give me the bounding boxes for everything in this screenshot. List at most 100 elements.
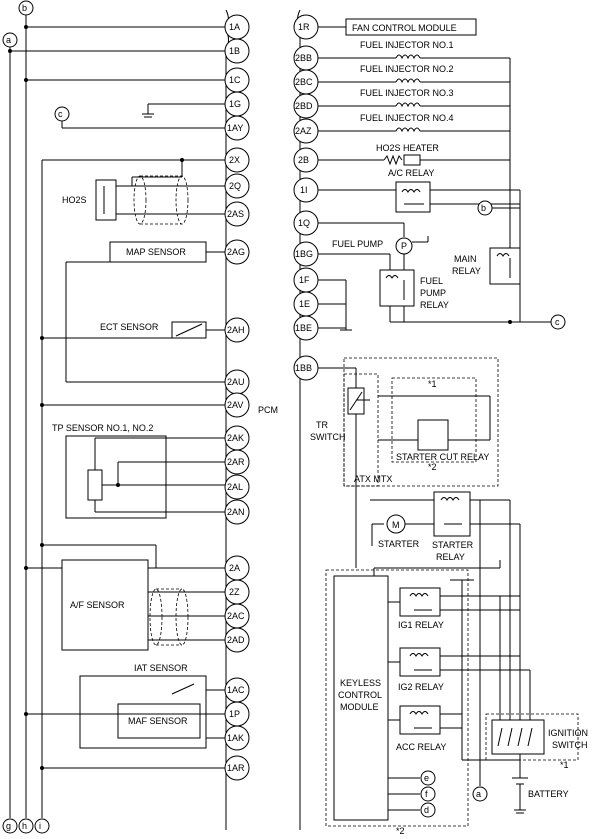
tr-switch-l1: TR — [316, 420, 328, 430]
starter-cut-relay-label: STARTER CUT RELAY — [396, 452, 489, 462]
starter-label: STARTER — [378, 539, 420, 549]
svg-text:1AK: 1AK — [227, 733, 244, 743]
fan-control-module-label: FAN CONTROL MODULE — [352, 23, 457, 33]
fuel-pump-p: P — [401, 241, 407, 251]
pin-2AG: 2AG — [224, 239, 250, 265]
left-bus-lines — [9, 14, 43, 818]
pin-1B: 1B — [224, 38, 250, 64]
pin-1BG: 1BG — [293, 241, 319, 267]
pin-1A: 1A — [224, 14, 250, 40]
pin-2A: 2A — [224, 555, 250, 581]
svg-text:2AH: 2AH — [227, 325, 245, 335]
atx-mtx-label: ATX MTX — [354, 474, 392, 484]
starter-relay-l1: STARTER — [432, 540, 474, 550]
injector-4-label: FUEL INJECTOR NO.4 — [360, 113, 454, 123]
pin-1E: 1E — [293, 291, 319, 317]
starter-relay-l2: RELAY — [436, 552, 465, 562]
af-sensor-label: A/F SENSOR — [70, 600, 125, 610]
pin-1AC: 1AC — [224, 677, 250, 703]
note-star2-kcm: *2 — [396, 826, 405, 836]
main-relay-l2: RELAY — [452, 266, 481, 276]
svg-text:1Q: 1Q — [298, 218, 310, 228]
pin-2AU: 2AU — [224, 369, 250, 395]
pin-2Q: 2Q — [224, 173, 250, 199]
pcm-right-pins: 1R 2BB 2BC 2BD 2AZ 2B 1I 1Q 1BG 1F 1E 1B… — [293, 14, 319, 381]
connector-f: f — [425, 789, 428, 799]
pin-1P: 1P — [224, 701, 250, 727]
svg-text:2AL: 2AL — [227, 482, 243, 492]
svg-text:1B: 1B — [229, 46, 240, 56]
right-wires: FAN CONTROL MODULE FUEL INJECTOR NO.1 FU… — [310, 18, 588, 836]
fuel-pump-relay-l3: RELAY — [420, 300, 449, 310]
svg-text:g: g — [6, 821, 11, 831]
ig1-relay-label: IG1 RELAY — [398, 620, 444, 630]
svg-text:2A: 2A — [229, 563, 240, 573]
svg-text:2BD: 2BD — [295, 101, 313, 111]
svg-text:c: c — [58, 109, 63, 119]
connector-h: h — [18, 818, 34, 834]
svg-text:1C: 1C — [229, 75, 241, 85]
connector-i: i — [34, 818, 50, 834]
pin-2B: 2B — [293, 147, 319, 173]
injector-1-label: FUEL INJECTOR NO.1 — [360, 40, 454, 50]
pin-2BD: 2BD — [293, 93, 319, 119]
svg-text:2AK: 2AK — [227, 433, 244, 443]
pin-2AD: 2AD — [224, 627, 250, 653]
pin-1AY: 1AY — [224, 115, 250, 141]
svg-text:2BB: 2BB — [295, 53, 312, 63]
svg-text:2Z: 2Z — [229, 587, 240, 597]
connector-b-top: b — [18, 0, 34, 16]
svg-text:1F: 1F — [299, 275, 310, 285]
svg-text:2X: 2X — [229, 155, 240, 165]
svg-text:1BE: 1BE — [295, 323, 312, 333]
pin-2AC: 2AC — [224, 603, 250, 629]
ect-sensor-label: ECT SENSOR — [100, 322, 159, 332]
pin-2AS: 2AS — [224, 201, 250, 227]
svg-text:2AC: 2AC — [227, 611, 245, 621]
svg-text:1AR: 1AR — [227, 763, 245, 773]
pin-1R: 1R — [293, 14, 319, 40]
pin-1I: 1I — [293, 177, 319, 203]
svg-text:2AG: 2AG — [227, 247, 245, 257]
connector-a-right: a — [476, 789, 481, 799]
svg-text:1R: 1R — [298, 22, 310, 32]
connector-b-mid: b — [481, 203, 486, 213]
pin-2AK: 2AK — [224, 425, 250, 451]
svg-text:1BG: 1BG — [295, 249, 313, 259]
ignition-switch-l1: IGNITION — [548, 728, 588, 738]
keyless-l2: CONTROL — [338, 690, 382, 700]
pin-2AL: 2AL — [224, 474, 250, 500]
pin-2AZ: 2AZ — [293, 118, 319, 144]
pin-1Q: 1Q — [293, 210, 319, 236]
svg-text:2Q: 2Q — [229, 181, 241, 191]
svg-text:b: b — [22, 3, 27, 13]
connector-g: g — [2, 818, 18, 834]
svg-text:1AY: 1AY — [227, 123, 243, 133]
note-star2-scr: *2 — [428, 462, 437, 472]
pin-1AK: 1AK — [224, 725, 250, 751]
svg-text:2AZ: 2AZ — [295, 126, 312, 136]
injector-2-label: FUEL INJECTOR NO.2 — [360, 64, 454, 74]
svg-text:1A: 1A — [229, 22, 240, 32]
svg-text:h: h — [22, 821, 27, 831]
note-star1-scr: *1 — [428, 379, 437, 389]
fuel-pump-relay-l2: PUMP — [420, 288, 446, 298]
pin-1F: 1F — [293, 267, 319, 293]
ac-relay-label: A/C RELAY — [388, 168, 434, 178]
starter-m: M — [392, 520, 400, 530]
pin-2AN: 2AN — [224, 499, 250, 525]
acc-relay-label: ACC RELAY — [396, 742, 446, 752]
pin-2X: 2X — [224, 147, 250, 173]
tr-switch-l2: SWITCH — [310, 432, 346, 442]
ignition-switch-l2: SWITCH — [552, 740, 588, 750]
tp-sensor-label: TP SENSOR NO.1, NO.2 — [52, 423, 153, 433]
svg-text:1E: 1E — [299, 299, 310, 309]
svg-text:2BC: 2BC — [295, 77, 313, 87]
keyless-l1: KEYLESS — [340, 678, 381, 688]
pcm-label: PCM — [258, 405, 278, 415]
pin-1BB: 1BB — [293, 355, 319, 381]
svg-text:2AV: 2AV — [227, 400, 243, 410]
svg-text:1I: 1I — [300, 185, 308, 195]
note-star1-ign: *1 — [560, 760, 569, 770]
